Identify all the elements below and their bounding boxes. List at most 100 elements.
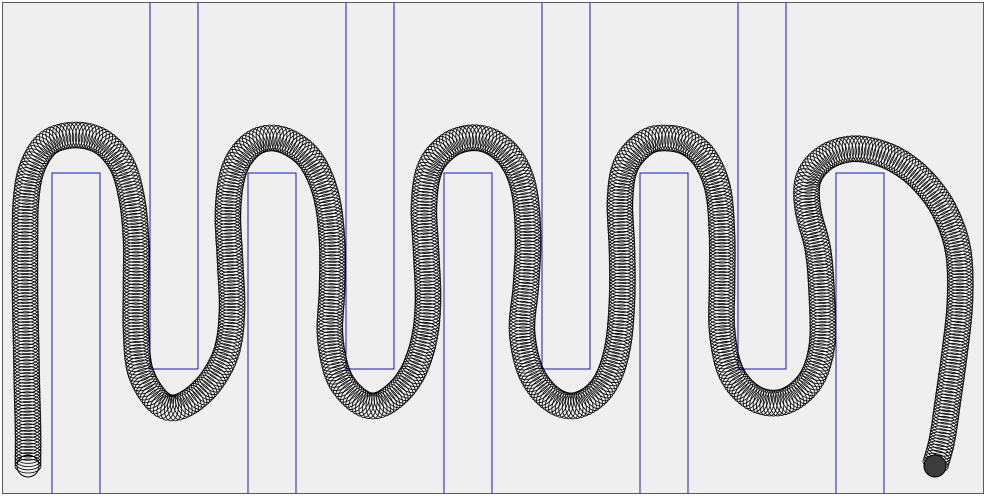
trail-ring bbox=[937, 371, 965, 387]
trail-ring bbox=[707, 210, 735, 226]
trail-ring bbox=[316, 327, 344, 343]
trail-ring bbox=[794, 197, 821, 213]
trail-ring bbox=[412, 318, 440, 334]
trail-ring bbox=[938, 365, 966, 381]
trail-ring bbox=[708, 242, 736, 258]
trail-ring bbox=[414, 296, 442, 312]
trail-ring bbox=[318, 276, 346, 292]
trail-ring bbox=[682, 134, 703, 158]
trail-ring bbox=[317, 337, 345, 353]
trail-ring bbox=[606, 326, 633, 342]
trail-ring bbox=[616, 150, 641, 170]
trail-ring bbox=[508, 310, 536, 326]
trail-ring bbox=[703, 174, 730, 191]
trail-ring bbox=[318, 289, 346, 305]
trail-ring bbox=[206, 359, 232, 379]
trail-ring bbox=[414, 277, 442, 293]
trail-ring bbox=[946, 257, 974, 272]
trail-ring bbox=[520, 367, 546, 387]
trail-ring bbox=[414, 267, 441, 283]
trail-ring bbox=[412, 235, 439, 251]
trail-ring bbox=[644, 126, 661, 153]
trail-ring bbox=[216, 328, 244, 344]
trail-ring bbox=[712, 347, 739, 363]
trail-ring bbox=[942, 336, 970, 352]
trail-ring bbox=[514, 221, 542, 237]
trail-ring bbox=[20, 157, 46, 175]
trail-ring bbox=[215, 229, 242, 245]
trail-ring bbox=[215, 334, 243, 350]
trail-ring bbox=[604, 339, 631, 355]
maze-wall bbox=[737, 3, 787, 370]
trail-ring bbox=[482, 129, 501, 155]
trail-ring bbox=[705, 187, 733, 204]
trail-ring bbox=[103, 143, 127, 165]
trail-ring bbox=[945, 244, 972, 260]
trail-ring bbox=[11, 279, 39, 295]
trail-ring bbox=[514, 230, 542, 246]
trail-ring bbox=[708, 251, 736, 267]
trail-ring bbox=[122, 225, 149, 241]
trail-ring bbox=[664, 125, 680, 152]
trail-ring bbox=[217, 315, 245, 331]
trail-ring bbox=[11, 285, 39, 301]
trail-ring bbox=[793, 377, 816, 399]
trail-ring bbox=[122, 244, 150, 260]
trail-ring bbox=[414, 293, 442, 309]
trail-ring bbox=[946, 298, 974, 314]
trail-ring bbox=[413, 261, 441, 277]
trail-ring bbox=[214, 222, 242, 238]
trail-ring bbox=[318, 235, 346, 251]
trail-ring bbox=[119, 200, 147, 216]
trail-ring bbox=[931, 415, 959, 432]
trail-ring bbox=[14, 442, 42, 458]
trail-ring bbox=[795, 203, 822, 220]
trail-ring bbox=[828, 139, 846, 165]
trail-ring bbox=[759, 389, 775, 416]
trail-ring bbox=[208, 357, 233, 376]
trail-ring bbox=[351, 390, 371, 415]
trail-ring bbox=[411, 191, 438, 206]
trail-ring bbox=[607, 182, 634, 198]
trail-ring bbox=[937, 215, 964, 233]
trail-ring bbox=[608, 297, 636, 313]
trail-ring bbox=[38, 130, 59, 155]
trail-ring bbox=[806, 260, 834, 276]
trail-ring bbox=[14, 420, 42, 436]
trail-ring bbox=[328, 372, 354, 391]
trail-ring bbox=[860, 136, 877, 164]
trail-ring bbox=[514, 227, 542, 243]
trail-ring bbox=[319, 247, 346, 263]
trail-ring bbox=[215, 238, 243, 254]
trail-ring bbox=[775, 388, 791, 415]
trail-ring bbox=[578, 388, 597, 414]
trail-ring bbox=[708, 290, 736, 306]
trail-ring bbox=[522, 370, 547, 390]
trail-ring bbox=[410, 203, 438, 219]
trail-ring bbox=[412, 245, 440, 261]
trail-ring bbox=[943, 330, 970, 346]
trail-ring bbox=[946, 289, 974, 304]
trail-ring bbox=[567, 392, 584, 419]
trail-ring bbox=[935, 209, 961, 227]
trail-ring bbox=[940, 349, 968, 365]
trail-ring bbox=[524, 372, 549, 393]
trail-ring bbox=[608, 253, 636, 269]
trail-ring bbox=[808, 340, 835, 356]
trail-ring bbox=[690, 144, 714, 165]
trail-ring bbox=[215, 194, 242, 210]
trail-ring bbox=[499, 148, 523, 169]
trail-ring bbox=[641, 127, 659, 154]
trail-ring bbox=[217, 178, 244, 194]
trail-ring bbox=[512, 192, 540, 208]
trail-ring bbox=[115, 174, 142, 191]
trail-ring bbox=[794, 175, 821, 191]
trail-ring bbox=[939, 358, 967, 374]
trail-ring bbox=[930, 197, 955, 217]
trail-ring bbox=[606, 211, 634, 227]
trail-ring bbox=[514, 217, 542, 233]
trail-ring bbox=[675, 128, 693, 155]
trail-ring bbox=[580, 387, 600, 412]
trail-ring bbox=[312, 187, 340, 204]
